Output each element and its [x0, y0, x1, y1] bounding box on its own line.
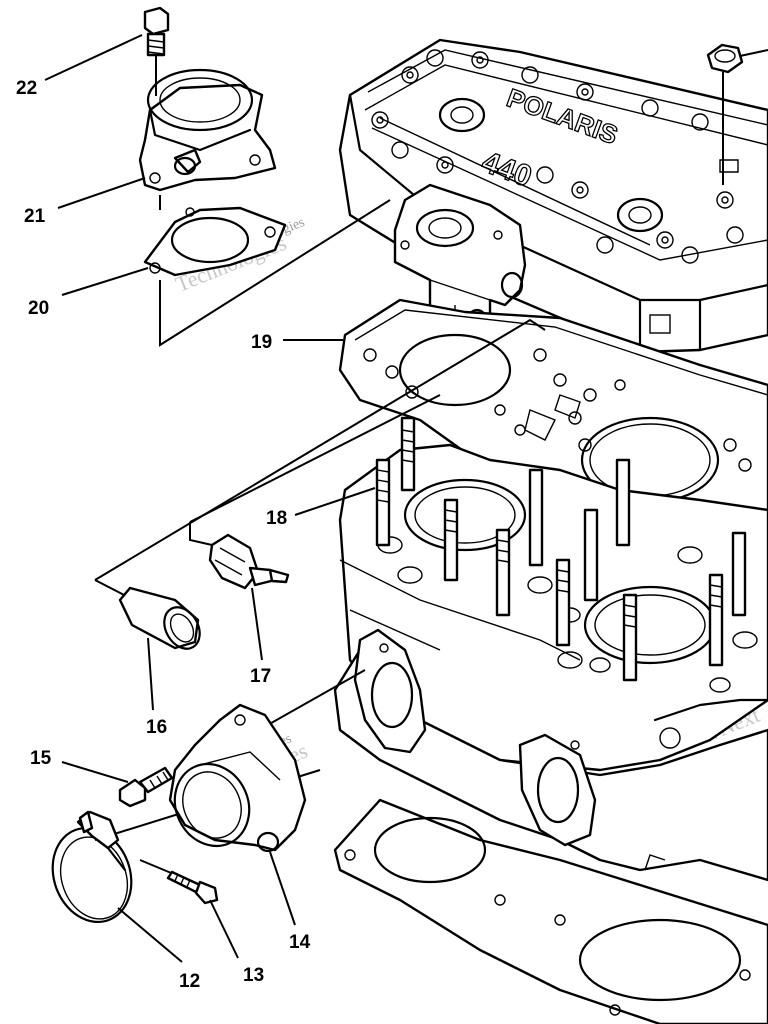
callout-leaders	[44, 34, 376, 963]
screw-15	[118, 766, 174, 808]
callout-21: 21	[24, 206, 46, 227]
screw-13	[166, 870, 219, 905]
bolt-22	[143, 6, 170, 96]
callout-18: 18	[266, 508, 287, 529]
callout-13: 13	[243, 965, 264, 986]
clamp-12	[51, 810, 133, 924]
callout-16: 16	[146, 717, 167, 738]
callout-20: 20	[28, 298, 49, 319]
callout-14: 14	[289, 932, 311, 953]
cylinder-head-cover: POLARIS 440	[338, 38, 768, 354]
thermostat-housing-21	[138, 68, 277, 192]
callout-22: 22	[16, 78, 37, 99]
callout-15: 15	[30, 748, 52, 769]
cylinder-block	[333, 628, 768, 882]
base-gasket	[333, 798, 768, 1024]
callout-labels: 22 21 20 19 18 17 16 15 14 13 12	[16, 78, 311, 992]
callout-19: 19	[251, 332, 272, 353]
callout-12: 12	[179, 971, 200, 992]
thermostat-gasket-20	[143, 206, 287, 277]
cylinder-studs	[375, 416, 747, 682]
temperature-sensor-17	[208, 533, 290, 590]
sleeve-16	[118, 586, 201, 650]
cover-nut	[706, 43, 768, 185]
intake-adapter-14	[168, 703, 307, 853]
callout-17: 17	[250, 666, 271, 687]
